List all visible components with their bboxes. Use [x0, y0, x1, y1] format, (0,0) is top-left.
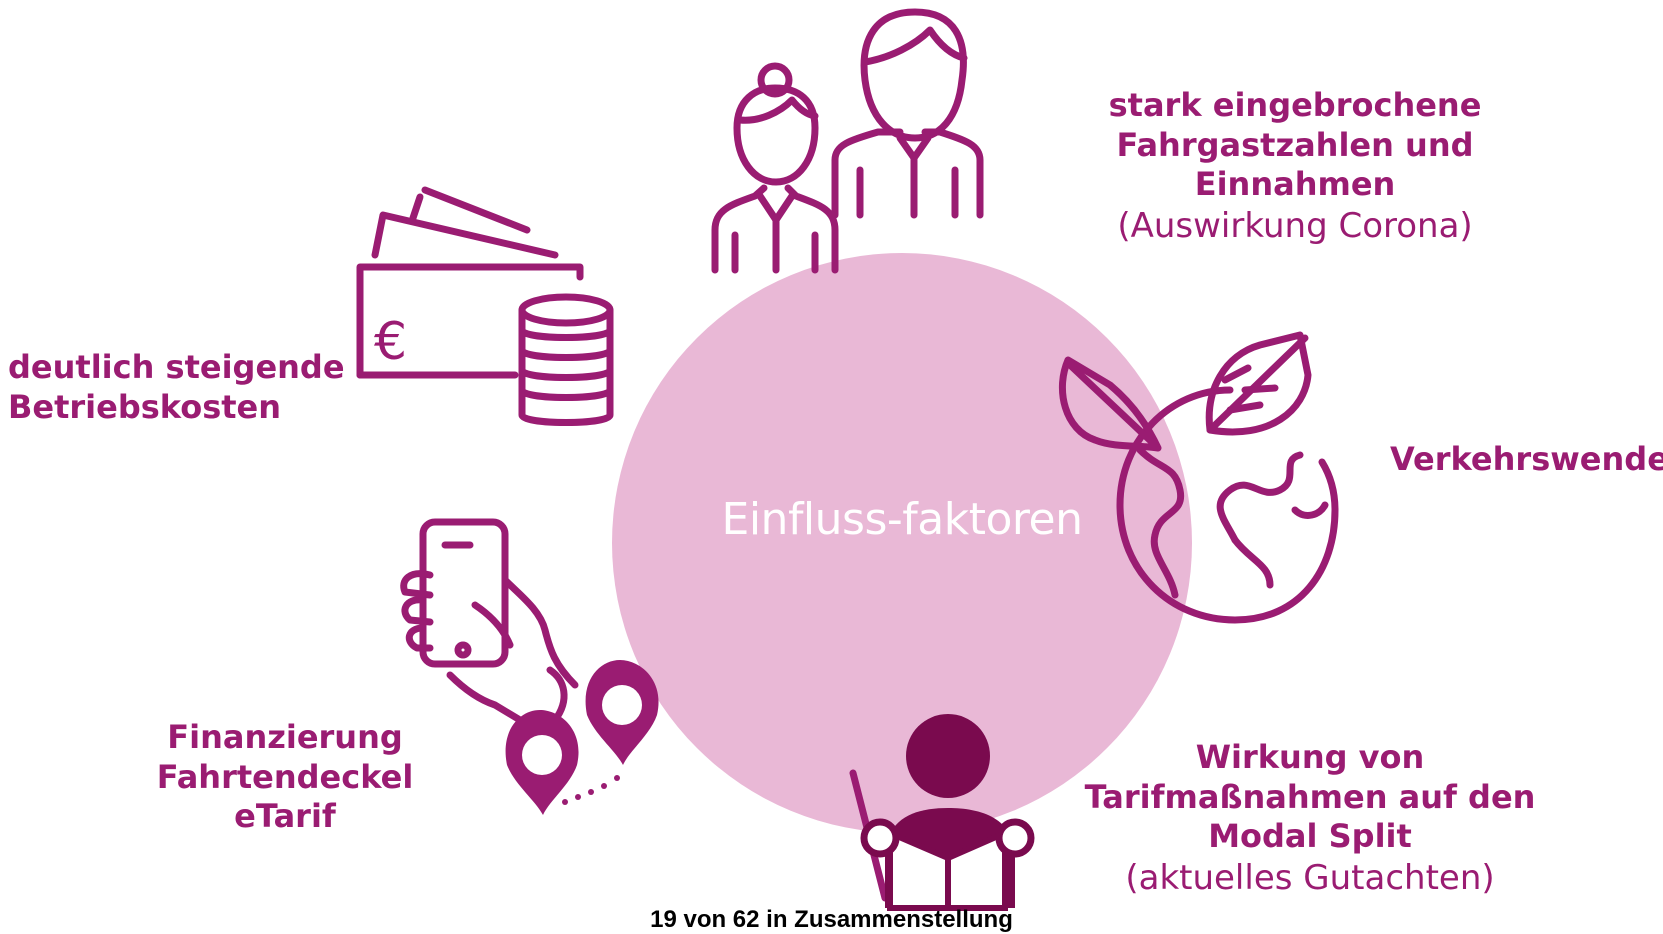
factor-verkehrswende-line1: Verkehrswende	[1390, 440, 1663, 478]
factor-corona-line1: stark eingebrochene	[1108, 86, 1482, 124]
page-counter: 19 von 62 in Zusammenstellung	[650, 906, 1013, 933]
factor-finanzierung-line3: eTarif	[234, 797, 336, 836]
factor-corona-line2: Fahrgastzahlen und	[1116, 125, 1474, 164]
factor-finanzierung-line2: Fahrtendeckel	[156, 757, 414, 796]
factor-tarif-line1: Wirkung von	[1195, 738, 1425, 776]
factor-tarif-line3: Modal Split	[1208, 817, 1412, 856]
factor-verkehrswende: Verkehrswende	[1390, 440, 1663, 480]
factor-finanzierung: Finanzierung Fahrtendeckel eTarif	[140, 718, 430, 837]
money-icon	[356, 186, 614, 426]
teacher-icon	[849, 714, 1035, 911]
globe-leaves-icon	[1058, 331, 1339, 624]
factor-kosten-line1: deutlich steigende	[8, 348, 345, 386]
factor-kosten-line2: Betriebskosten	[8, 387, 282, 426]
phone-map-icon	[400, 518, 659, 815]
factor-tarif: Wirkung von Tarifmaßnahmen auf den Modal…	[1040, 738, 1580, 899]
factor-corona-note: (Auswirkung Corona)	[1117, 206, 1473, 247]
factor-finanzierung-line1: Finanzierung	[167, 718, 403, 756]
factor-tarif-note: (aktuelles Gutachten)	[1125, 858, 1495, 899]
factor-kosten: deutlich steigende Betriebskosten	[8, 348, 368, 427]
factor-corona-line3: Einnahmen	[1194, 165, 1396, 204]
center-label: Einfluss-faktoren	[721, 494, 1083, 545]
factor-tarif-line2: Tarifmaßnahmen auf den	[1084, 777, 1536, 816]
center-circle	[612, 253, 1192, 833]
people-icon	[711, 8, 984, 274]
factor-corona: stark eingebrochene Fahrgastzahlen und E…	[1060, 86, 1530, 247]
euro-symbol: €	[374, 312, 408, 372]
